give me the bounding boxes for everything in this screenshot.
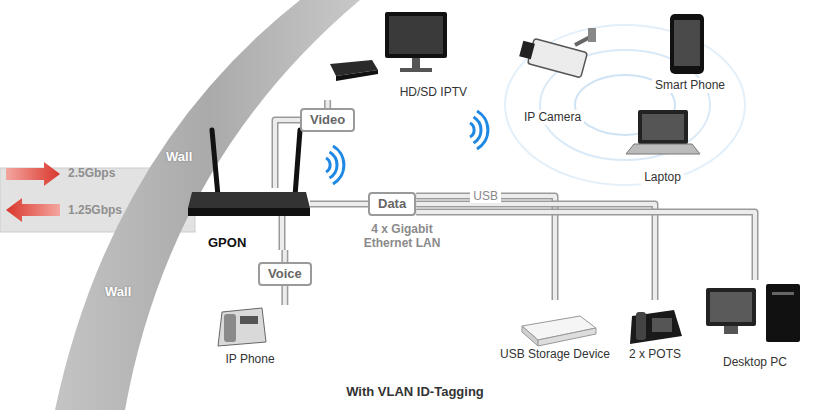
iptv-device: HD/SD IPTV	[315, 8, 470, 100]
link-core	[283, 250, 287, 262]
ethernet-link	[284, 250, 285, 262]
usb-storage-icon	[522, 326, 538, 346]
ethernet-link	[284, 286, 285, 305]
downstream-arrow	[6, 162, 60, 186]
link-core	[275, 120, 300, 188]
wifi-symbol	[474, 117, 482, 143]
wifi-symbol	[326, 158, 330, 172]
device-label: IP Phone	[222, 352, 277, 367]
tag-label: Data	[378, 196, 406, 212]
ethernet-link	[416, 212, 755, 280]
link-outline	[324, 100, 331, 108]
device-label: USB Storage Device	[497, 347, 613, 362]
ip-phone-icon	[218, 308, 266, 346]
link-outline	[275, 120, 300, 188]
link-core	[416, 212, 755, 280]
phone-display	[240, 316, 258, 324]
laptop-device: Laptop	[615, 105, 710, 185]
rate-label: 1.25Gbps	[68, 203, 122, 217]
link-label: USB	[470, 189, 501, 203]
tag-label: Video	[310, 112, 345, 128]
keypad	[652, 318, 672, 332]
pots-phone-icon	[630, 310, 682, 344]
wifi-symbol	[330, 152, 338, 178]
laptop-screen	[642, 114, 684, 140]
gpon-front	[188, 208, 310, 216]
gpon-device: GPON	[185, 188, 310, 250]
laptop-screen	[638, 110, 688, 144]
link-outline	[281, 286, 288, 305]
device-label: GPON	[205, 235, 249, 250]
smart-phone-icon	[670, 14, 704, 74]
camera-device: IP Camera	[495, 30, 610, 125]
set-top-box	[336, 70, 378, 81]
pc-tower	[772, 292, 794, 295]
wire-stub	[280, 216, 284, 250]
wifi-symbol	[333, 146, 344, 184]
link-outline	[281, 250, 288, 262]
coverage-ring	[505, 25, 745, 185]
link-core	[416, 204, 655, 300]
wifi-symbol	[477, 111, 488, 149]
vlan-tag: Voice	[258, 262, 312, 286]
antenna	[212, 130, 218, 196]
wall-label: Wall	[166, 150, 192, 164]
wifi-symbol	[470, 123, 474, 137]
wall-label: Wall	[105, 285, 131, 299]
tv-stand	[412, 58, 420, 68]
desktop-device: Desktop PC	[700, 280, 810, 370]
handset	[224, 314, 236, 342]
phone-screen	[674, 20, 700, 66]
tag-label: Voice	[268, 266, 302, 282]
camera-lens	[519, 41, 535, 60]
vlan-tag: Data	[368, 192, 416, 216]
interface-note: 4 x Gigabit Ethernet LAN	[352, 222, 452, 250]
laptop-base	[626, 144, 700, 154]
ethernet-link	[310, 204, 368, 205]
device-label: IP Camera	[521, 110, 584, 125]
pc-stand	[724, 326, 738, 334]
link-core	[283, 286, 287, 305]
tv-screen	[389, 16, 443, 54]
pc-monitor	[706, 288, 756, 326]
link-core	[310, 202, 368, 206]
ethernet-link	[275, 120, 300, 188]
usb-storage-device: USB Storage Device	[490, 300, 620, 362]
gpon-top	[188, 192, 310, 208]
usb-storage-icon	[538, 328, 596, 346]
device-label: Desktop PC	[720, 355, 790, 370]
pc-tower	[766, 284, 800, 342]
device-label: Smart Phone	[652, 78, 728, 93]
camera-mount	[588, 28, 596, 42]
link-outline	[416, 212, 755, 280]
pc-screen	[710, 292, 752, 322]
phone-device: Smart Phone	[640, 8, 740, 93]
device-label: HD/SD IPTV	[397, 85, 470, 100]
antenna	[295, 130, 300, 196]
vlan-tag: Video	[300, 108, 355, 132]
rate-label: 2.5Gbps	[68, 166, 115, 180]
tv-stand	[400, 68, 432, 72]
ethernet-link	[327, 100, 328, 108]
device-label: Laptop	[641, 170, 684, 185]
caption: With VLAN ID-Tagging	[0, 384, 830, 399]
device-label: 2 x POTS	[626, 347, 684, 362]
pots-device: 2 x POTS	[622, 300, 688, 362]
link-core	[326, 100, 330, 108]
wire-stub	[279, 216, 286, 250]
upstream-arrow	[6, 198, 60, 222]
ip-phone-device: IP Phone	[200, 305, 300, 367]
link-outline	[416, 204, 655, 300]
tv-monitor	[385, 12, 447, 58]
link-outline	[310, 201, 368, 208]
ethernet-link	[416, 204, 655, 300]
handset	[636, 312, 646, 340]
